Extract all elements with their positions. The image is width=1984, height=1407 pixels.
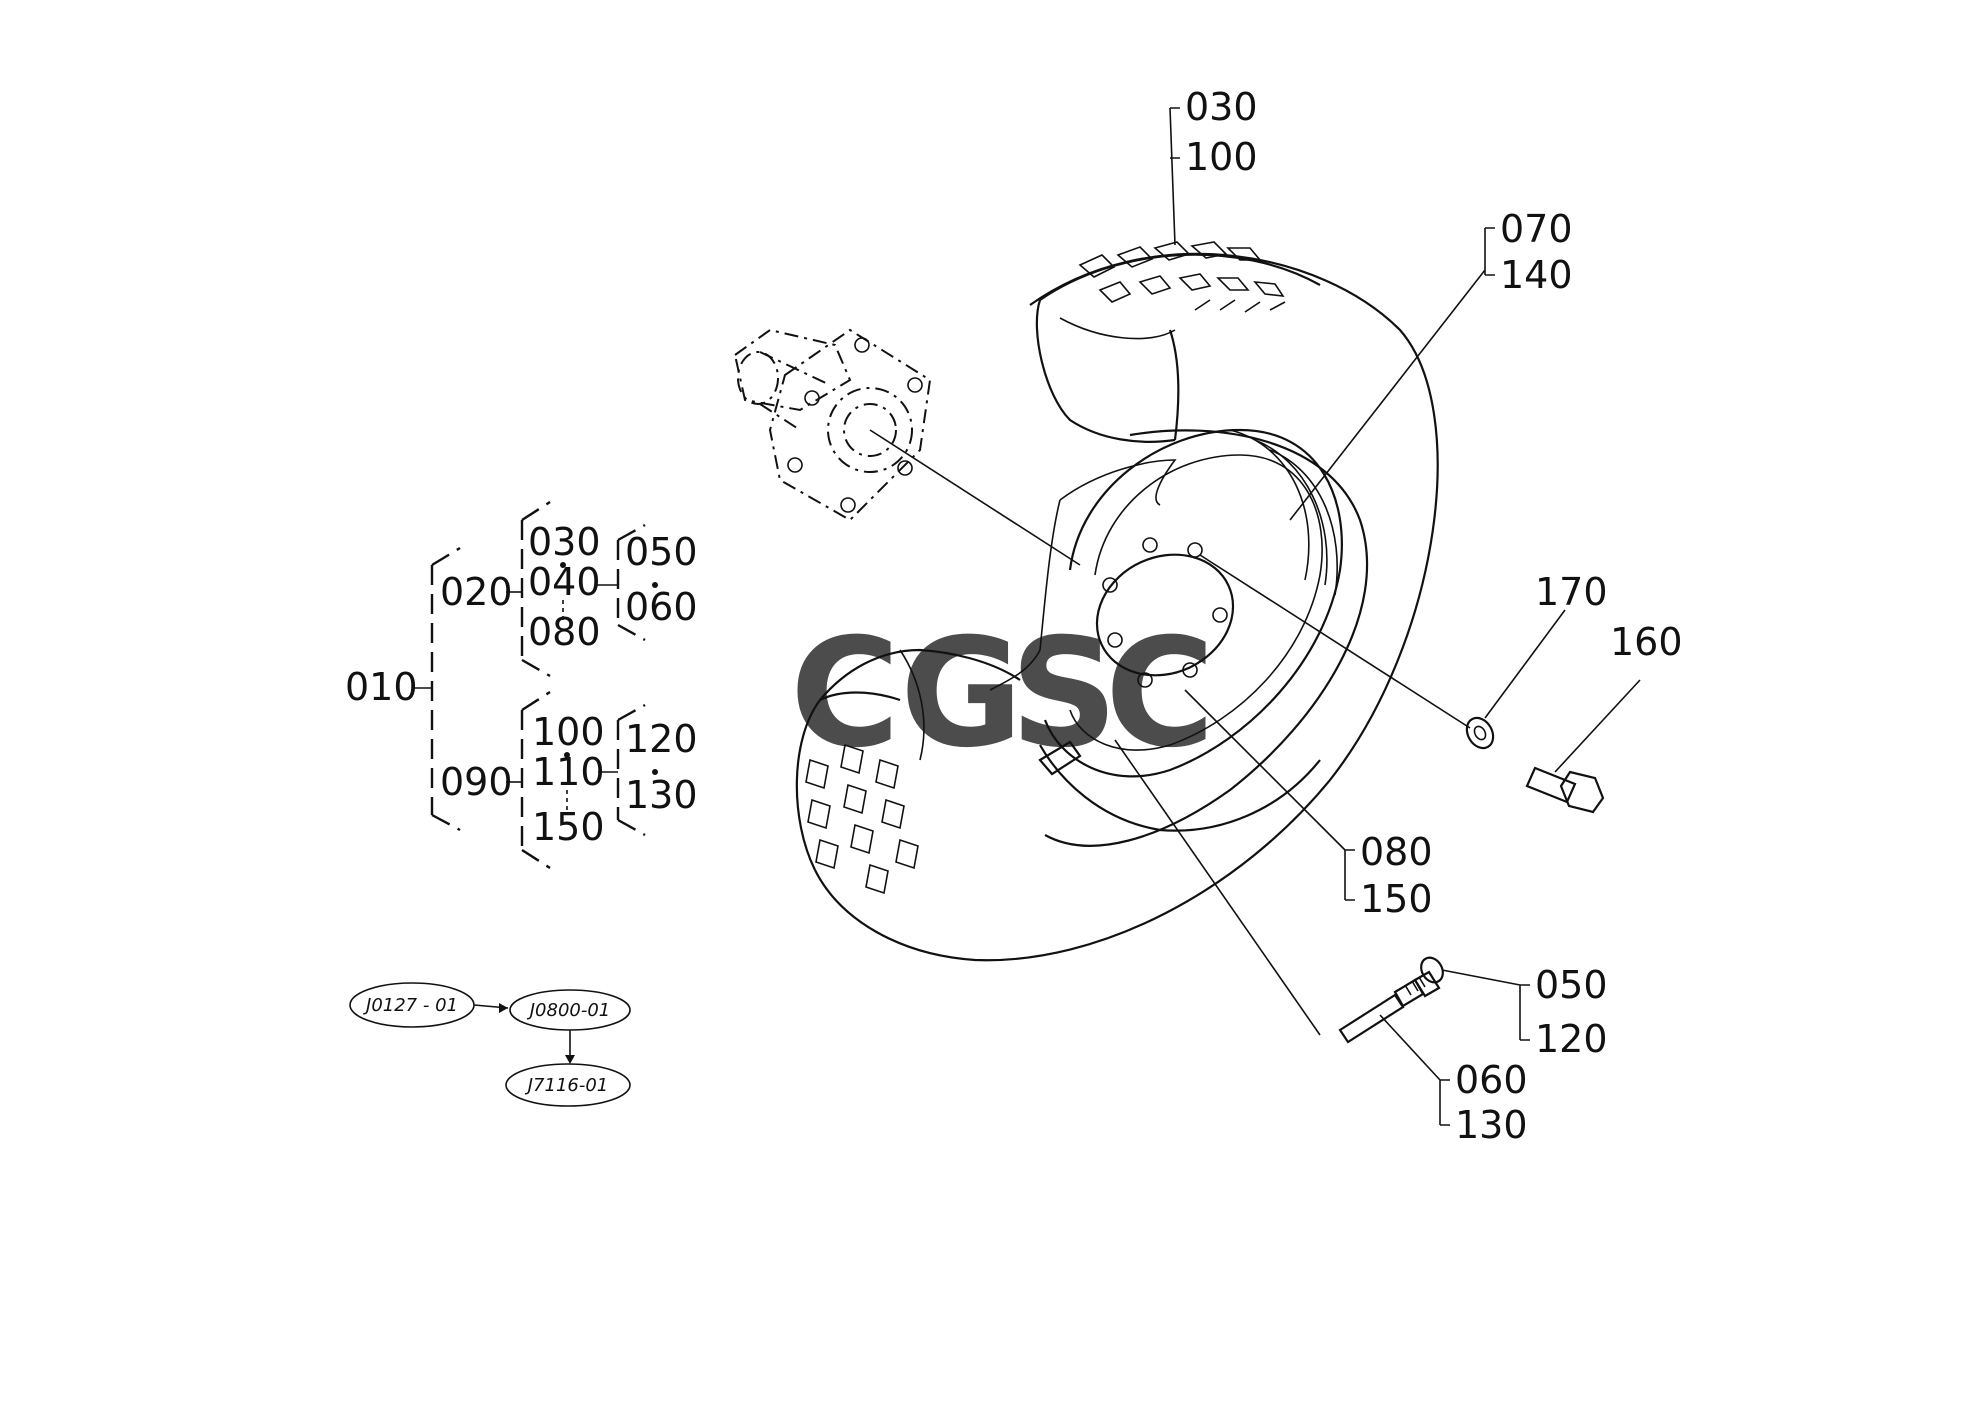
callout-130-bottom: 130 (1455, 1103, 1528, 1147)
callout-170: 170 (1535, 570, 1608, 614)
callout-labels: 030 100 070 140 170 160 080 150 050 120 … (1185, 85, 1683, 1147)
tree-lower-sub-1: 120 (625, 717, 698, 761)
tree-upper-item-1: 030 (528, 520, 601, 564)
tree-lower-item-3: 150 (532, 805, 605, 849)
tread-pattern-bottom (805, 743, 919, 895)
hub-flange-drawing (733, 328, 1081, 566)
tree-branch-090: 090 (440, 760, 513, 804)
callout-leaders (1114, 107, 1641, 1126)
callout-150-right: 150 (1360, 877, 1433, 921)
flow-oval-2-label: J0800-01 (527, 1000, 611, 1021)
watermark-letter-4: C (1105, 607, 1215, 781)
callout-080-right: 080 (1360, 830, 1433, 874)
watermark-letter-3: S (1010, 607, 1118, 781)
callout-100-top: 100 (1185, 135, 1258, 179)
reference-flow: J0127 - 01 J0800-01 J7116-01 (349, 982, 631, 1107)
hardware-drawing (1199, 554, 1605, 1044)
callout-070: 070 (1500, 207, 1573, 251)
flow-oval-3 (505, 1063, 631, 1107)
tree-lower-item-1: 100 (532, 710, 605, 754)
callout-160: 160 (1610, 620, 1683, 664)
tree-upper-sub-2: 060 (625, 585, 698, 629)
tree-branch-020: 020 (440, 570, 513, 614)
callout-060-bottom: 060 (1455, 1058, 1528, 1102)
callout-050-right: 050 (1535, 963, 1608, 1007)
tread-pattern-top (1078, 241, 1286, 313)
callout-030-top: 030 (1185, 85, 1258, 129)
tree-root-010: 010 (345, 665, 418, 709)
callout-120-right: 120 (1535, 1017, 1608, 1061)
flow-oval-3-label: J7116-01 (525, 1075, 609, 1096)
watermark-letter-2: G (900, 607, 1023, 781)
tree-upper-item-3: 080 (528, 610, 601, 654)
wheel-tire-drawing (795, 241, 1439, 962)
flow-oval-1-label: J0127 - 01 (363, 995, 458, 1016)
tree-upper-sub-1: 050 (625, 530, 698, 574)
tree-lower-sub-2: 130 (625, 773, 698, 817)
watermark: C G S C (790, 607, 1215, 781)
rim (989, 428, 1343, 778)
bom-tree: 010 020 030 040 080 050 060 090 100 110 … (345, 500, 698, 870)
callout-140: 140 (1500, 253, 1573, 297)
